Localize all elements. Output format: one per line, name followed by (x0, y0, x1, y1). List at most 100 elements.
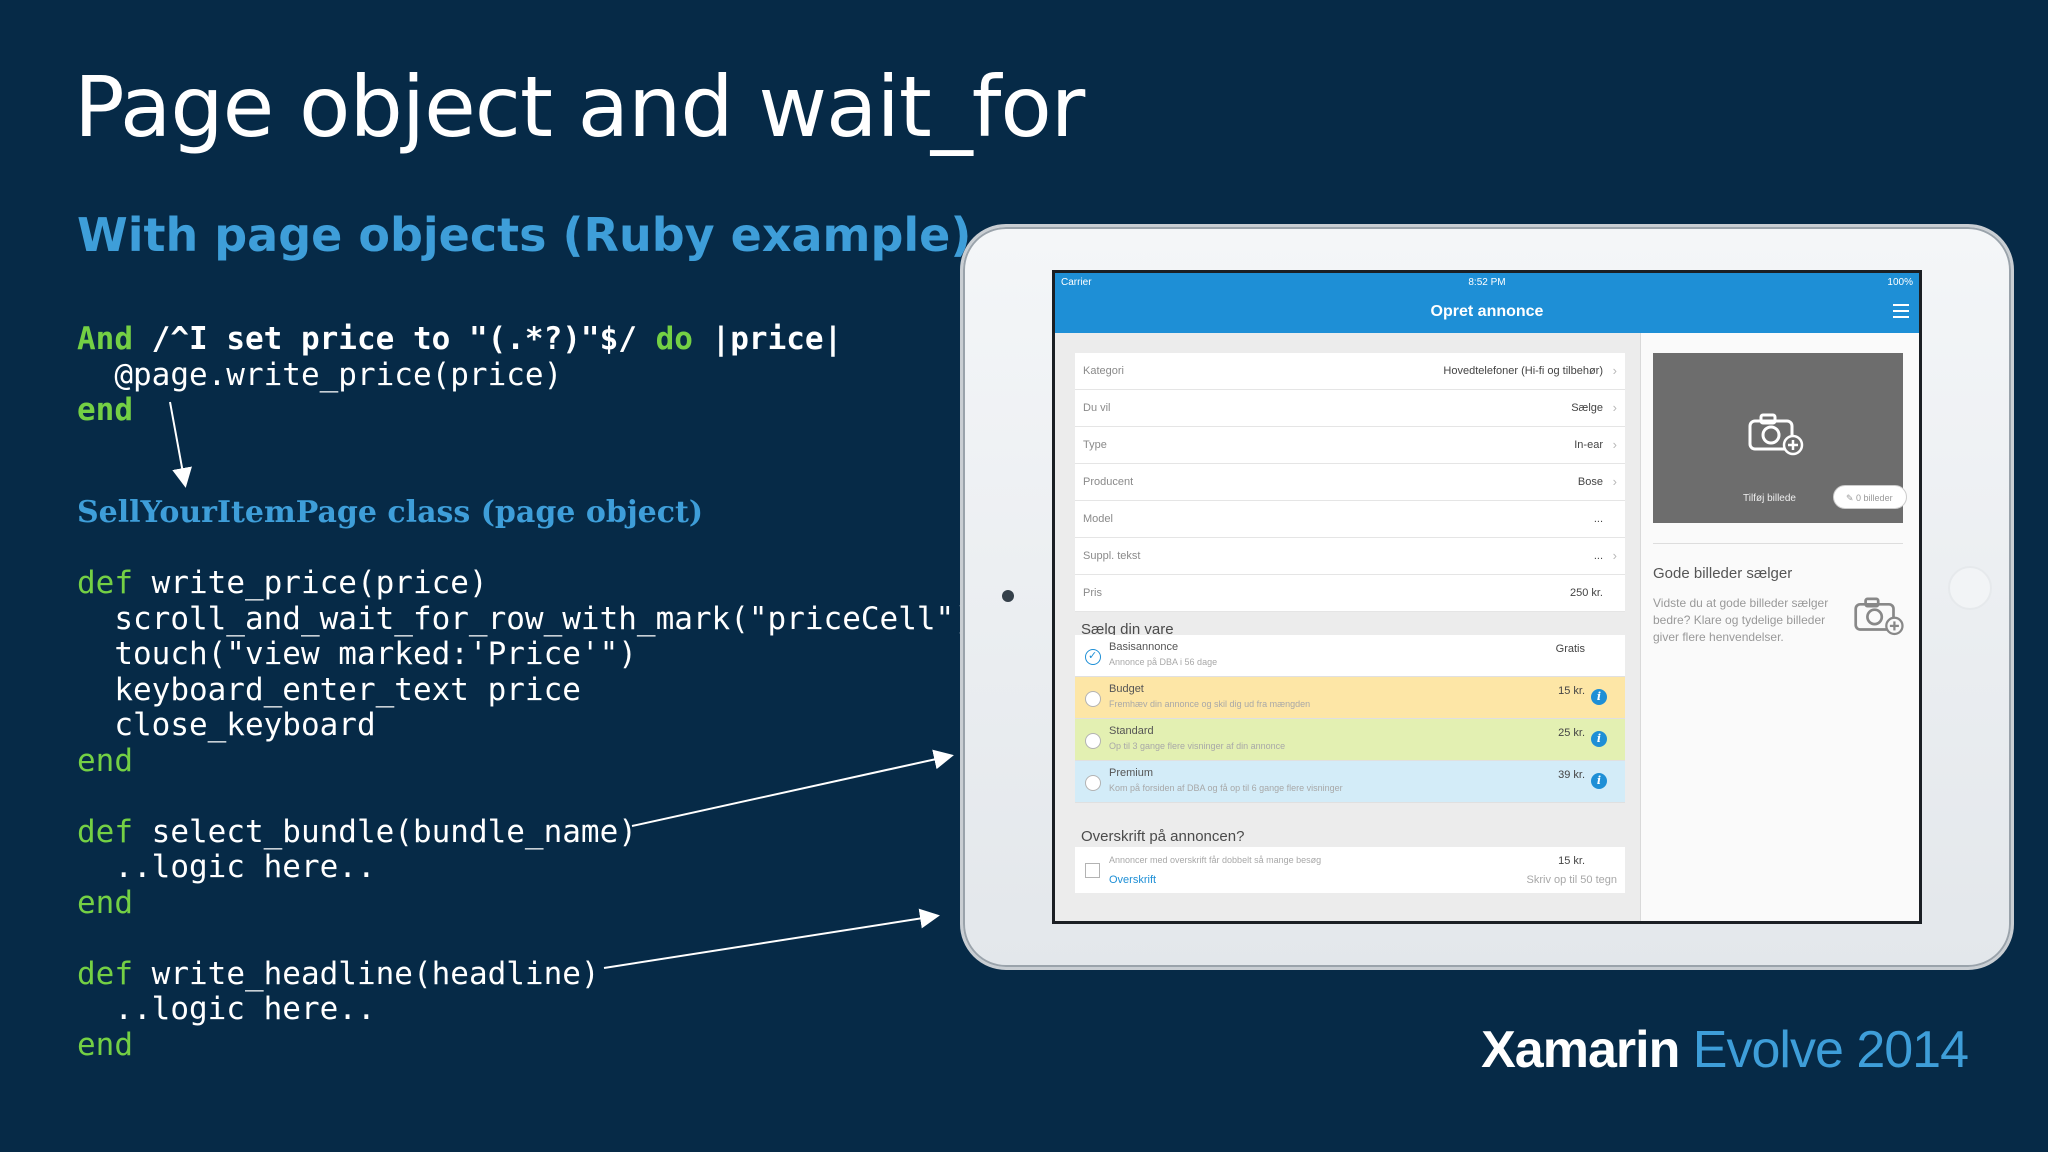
page-object-code: def write_price(price) scroll_and_wait_f… (77, 565, 973, 1063)
headline-option[interactable]: Annoncer med overskrift får dobbelt så m… (1075, 847, 1625, 893)
bundle-radio[interactable] (1085, 649, 1101, 665)
bundle-description: Op til 3 gange flere visninger af din an… (1109, 741, 1286, 751)
form-row-label: Suppl. tekst (1083, 550, 1141, 562)
bundle-description: Kom på forsiden af DBA og få op til 6 ga… (1109, 783, 1343, 793)
headline-price: 15 kr. (1558, 855, 1585, 867)
bundle-radio[interactable] (1085, 775, 1101, 791)
keyword-end: end (77, 742, 133, 779)
section-label: SellYourItemPage class (page object) (77, 495, 704, 530)
hamburger-menu-icon[interactable] (1893, 304, 1909, 318)
keyword-end: end (77, 1026, 133, 1063)
chevron-right-icon: › (1612, 437, 1617, 452)
form-row[interactable]: Kategori Hovedtelefoner (Hi-fi og tilbehø… (1075, 353, 1625, 390)
form-row-label: Model (1083, 513, 1113, 525)
code-line: ..logic here.. (77, 849, 376, 885)
bundle-name: Premium (1109, 767, 1154, 779)
ipad-home-button[interactable] (1948, 566, 1992, 610)
keyword-def: def (77, 565, 133, 601)
sell-section-heading: Sælg din vare (1081, 621, 1174, 638)
tips-text: Vidste du at gode billeder sælger bedre?… (1653, 596, 1829, 644)
keyword-def: def (77, 813, 133, 850)
method-signature: write_price(price) (133, 565, 488, 601)
bundle-name: Basisannonce (1109, 641, 1179, 653)
code-line: close_keyboard (77, 707, 376, 743)
code-line: @page.write_price(price) (77, 356, 563, 393)
slide-title: Page object and wait_for (74, 58, 1085, 156)
form-row[interactable]: Type In-ear › (1075, 427, 1625, 464)
status-time: 8:52 PM (1468, 277, 1506, 288)
bundle-name: Budget (1109, 683, 1144, 695)
code-regex: /^I set price to "(.*?)"$/ (133, 321, 656, 357)
photo-count-pill[interactable]: ✎ 0 billeder (1833, 485, 1907, 509)
form-row-label: Producent (1083, 476, 1134, 488)
keyword-and: And (77, 321, 133, 357)
bundle-option[interactable]: Standard Op til 3 gange flere visninger a… (1075, 719, 1625, 761)
code-block-args: |price| (692, 321, 843, 357)
bundle-radio[interactable] (1085, 691, 1101, 707)
info-icon[interactable]: i (1591, 731, 1607, 747)
info-icon[interactable]: i (1591, 689, 1607, 705)
headline-checkbox[interactable] (1085, 863, 1100, 878)
code-line: ..logic here.. (77, 991, 376, 1027)
chevron-right-icon: › (1612, 363, 1617, 378)
add-photo-label: Tilføj billede (1743, 493, 1796, 504)
keyword-end: end (77, 392, 133, 428)
method-signature: write_headline(headline) (133, 955, 600, 992)
camera-add-icon (1748, 413, 1804, 456)
slide-subtitle: With page objects (Ruby example) (77, 208, 972, 262)
bundle-price: Gratis (1555, 643, 1585, 655)
chevron-right-icon: › (1612, 474, 1617, 489)
method-signature: select_bundle(bundle_name) (133, 813, 637, 850)
form-row[interactable]: Suppl. tekst... › (1075, 538, 1625, 575)
app-screen: Carrier 8:52 PM 100% Opret annonce Kateg… (1052, 270, 1922, 924)
add-photo-area[interactable]: Tilføj billede ✎ 0 billeder (1653, 353, 1907, 523)
nav-title: Opret annonce (1430, 303, 1544, 320)
form-row-label: Pris (1083, 587, 1102, 599)
bundle-radio[interactable] (1085, 733, 1101, 749)
form-row-label: Kategori (1083, 365, 1124, 377)
form-row-value: Hovedtelefoner (Hi-fi og tilbehør) (1443, 365, 1603, 377)
photo-count: 0 billeder (1856, 493, 1893, 503)
chevron-right-icon: › (1612, 400, 1617, 415)
form-row[interactable]: Model... (1075, 501, 1625, 538)
status-bar: Carrier 8:52 PM 100% (1055, 273, 1919, 291)
bundle-price: 25 kr. (1558, 727, 1585, 739)
form-row[interactable]: Pris 250 kr. (1075, 575, 1625, 612)
keyword-def: def (77, 955, 133, 992)
headline-section-heading: Overskrift på annoncen? (1081, 828, 1245, 845)
info-icon[interactable]: i (1591, 773, 1607, 789)
bundle-price: 39 kr. (1558, 769, 1585, 781)
form-row-label: Type (1083, 439, 1107, 451)
form-row[interactable]: Producent Bose › (1075, 464, 1625, 501)
form-row-value: ... (1593, 513, 1603, 525)
carrier-label: Carrier (1061, 277, 1092, 288)
nav-bar: Opret annonce (1055, 291, 1919, 333)
form-row-value: ... (1593, 550, 1603, 562)
headline-description: Annoncer med overskrift får dobbelt så m… (1109, 855, 1322, 865)
code-line: keyboard_enter_text price (77, 671, 581, 708)
listing-form: Kategori Hovedtelefoner (Hi-fi og tilbehø… (1075, 353, 1625, 612)
headline-hint: Skriv op til 50 tegn (1526, 874, 1618, 886)
step-definition-code: And /^I set price to "(.*?)"$/ do |price… (77, 321, 843, 429)
chevron-right-icon: › (1612, 548, 1617, 563)
form-row-value: In-ear (1574, 439, 1603, 451)
form-row-value: Bose (1577, 476, 1603, 488)
form-row-value: 250 kr. (1569, 587, 1603, 599)
brand-secondary: Evolve 2014 (1692, 1021, 1969, 1079)
brand-logo: Xamarin Evolve 2014 (1481, 1020, 1969, 1080)
code-line: scroll_and_wait_for_row_with_mark("price… (77, 600, 973, 637)
form-row-label: Du vil (1083, 402, 1111, 414)
photo-pane: Tilføj billede ✎ 0 billeder Gode billede… (1640, 333, 1919, 921)
headline-link[interactable]: Overskrift (1109, 874, 1157, 886)
code-line: touch("view marked:'Price'") (77, 636, 637, 672)
ipad-camera (1002, 590, 1014, 602)
bundle-description: Fremhæv din annonce og skil dig ud fra m… (1109, 699, 1311, 709)
brand-primary: Xamarin (1481, 1021, 1680, 1079)
bundle-name: Standard (1109, 725, 1154, 737)
tips-title: Gode billeder sælger (1653, 565, 1793, 582)
camera-add-icon (1854, 597, 1904, 636)
